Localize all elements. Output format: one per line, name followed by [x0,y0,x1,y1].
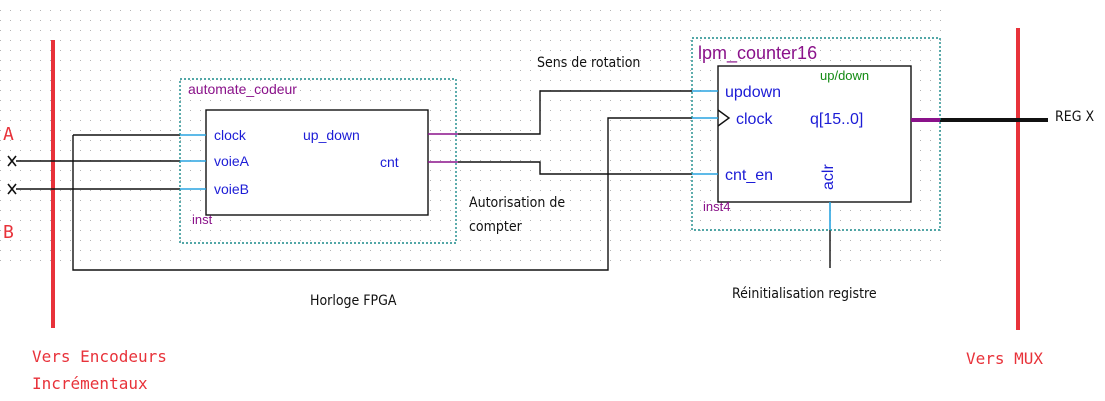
counter-function: up/down [820,68,869,83]
reinit-label: Réinitialisation registre [732,286,877,302]
sens-rotation-label: Sens de rotation [537,55,640,71]
counter-port-cnt-en: cnt_en [725,167,773,184]
automate-instance: inst [192,212,213,227]
automate-port-voiea: voieA [214,153,250,169]
regx-label: REG X [1055,109,1094,125]
left-bus-label-line2: Incrémentaux [32,374,148,393]
clock-triangle-icon [717,109,731,127]
input-a-label: A [3,124,14,145]
pin-x-icon [7,155,17,167]
autorisation-label-line2: compter [469,219,523,235]
counter-title: lpm_counter16 [698,43,817,64]
counter-port-aclr: aclr [820,164,837,190]
automate-port-cnt: cnt [380,154,399,170]
wires [16,90,831,271]
counter-instance: inst4 [703,199,730,214]
automate-port-voieb: voieB [214,181,249,197]
input-b-label: B [3,222,14,243]
automate-port-clock: clock [214,127,247,143]
automate-title: automate_codeur [188,81,297,97]
horloge-label: Horloge FPGA [310,293,397,309]
counter-port-q: q[15..0] [810,111,863,128]
left-bus-label-line1: Vers Encodeurs [32,347,167,366]
right-bus-label: Vers MUX [966,349,1043,368]
counter-frame [691,37,941,231]
counter-port-clock: clock [736,111,773,128]
counter-port-updown: updown [725,84,781,101]
counter-body[interactable] [717,65,912,203]
pin-x-icon [7,183,17,195]
autorisation-label-line1: Autorisation de [469,195,565,211]
automate-port-up-down: up_down [303,127,360,143]
